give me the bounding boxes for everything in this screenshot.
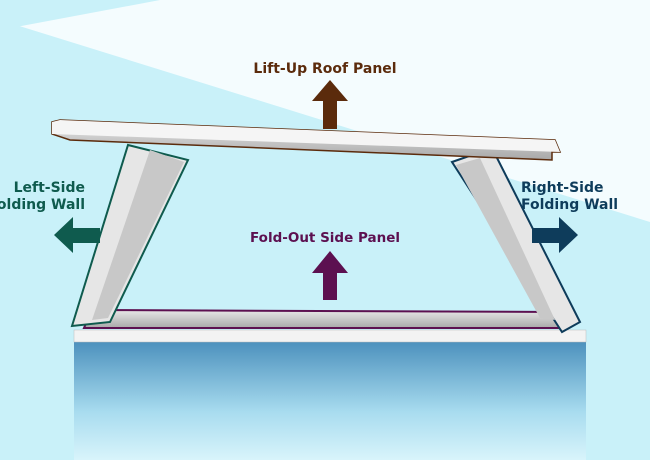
left-wall-label-line1: Left-Side [13, 180, 85, 196]
base-unit [74, 340, 586, 460]
left-wall-face [92, 150, 184, 320]
left-wall-label: Left-Side Folding Wall [0, 180, 85, 214]
arrow-up-icon [312, 80, 348, 129]
fold-out-panel-label: Fold-Out Side Panel [250, 230, 400, 246]
arrow-right-icon [532, 217, 578, 253]
roof-top-surface [52, 120, 560, 152]
right-wall-label-line1: Right-Side [521, 180, 604, 196]
right-wall-face [456, 158, 555, 320]
left-wall-label-line2: Folding Wall [0, 197, 85, 213]
right-wall-label-line2: Folding Wall [521, 197, 619, 213]
background-cyan-top [0, 0, 160, 30]
base-top-rail [73, 329, 587, 343]
right-wall-label: Right-Side Folding Wall [521, 180, 618, 214]
fold-out-side-panel [82, 308, 570, 329]
arrow-left-icon [54, 217, 100, 253]
roof-panel-label: Lift-Up Roof Panel [253, 61, 397, 77]
arrow-up-icon [312, 251, 348, 300]
